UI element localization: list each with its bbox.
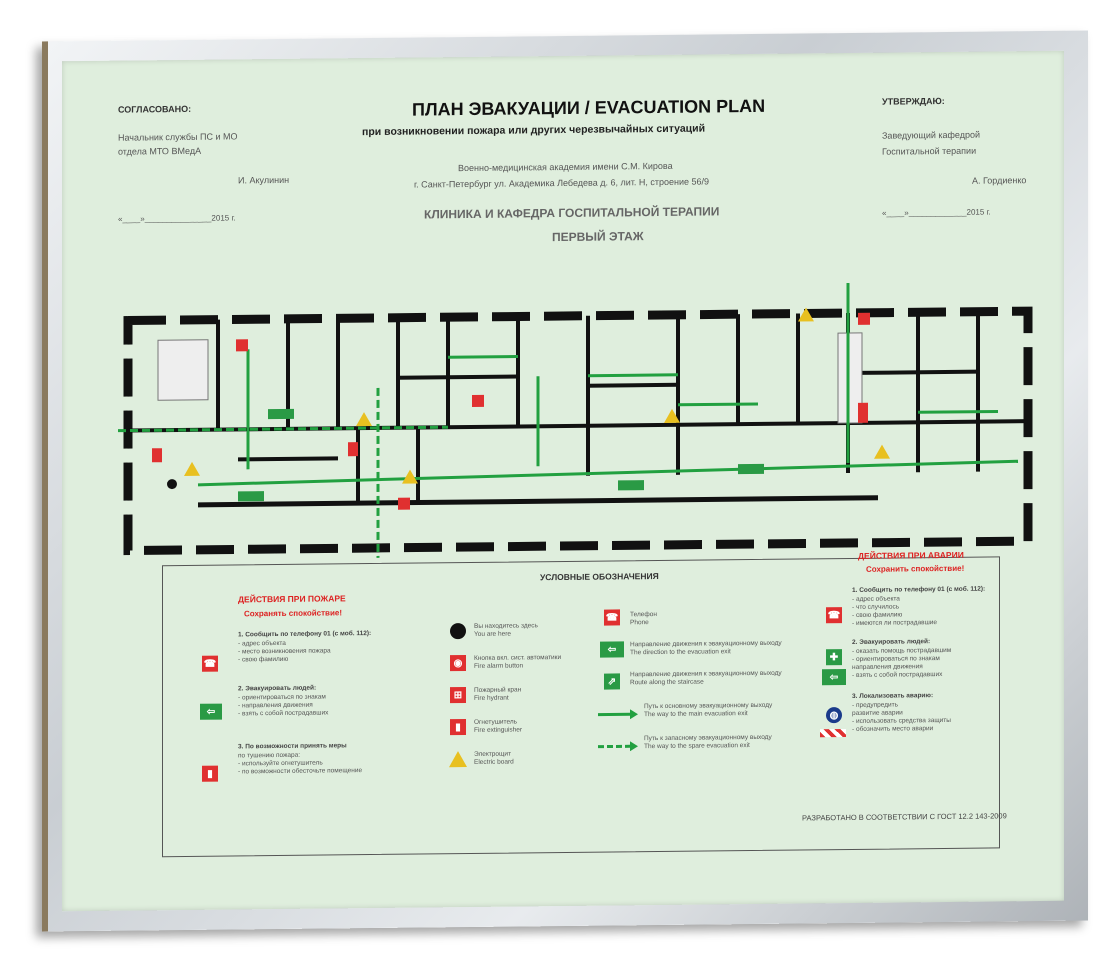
fire-step-1-title: 1. Сообщить по телефону 01 (с моб. 112):	[238, 630, 372, 639]
accident-actions-heading: ДЕЙСТВИЯ ПРИ АВАРИИ	[858, 549, 964, 561]
fire-step-2-title: 2. Эвакуировать людей:	[238, 684, 317, 693]
legend-item-label-en: The way to the spare evacuation exit	[644, 742, 750, 751]
approved-line1: Начальник службы ПС и МО	[118, 131, 238, 143]
confirm-heading: УТВЕРЖДАЮ:	[882, 96, 945, 107]
accident-step-3-title: 3. Локализовать аварию:	[852, 692, 934, 700]
accident-step-1-title: 1. Сообщить по телефону 01 (с моб. 112):	[852, 585, 986, 594]
legend-item-label-en: Fire extinguisher	[474, 726, 523, 734]
extinguisher-icon: ▮	[202, 765, 218, 782]
staircase-right	[837, 332, 863, 424]
fire-step-3-title: 3. По возможности принять меры	[238, 742, 347, 751]
protective-equipment-icon: ◍	[826, 707, 842, 724]
phone-icon: ☎	[826, 607, 842, 624]
plan-subtitle: при возникновении пожара или других чере…	[362, 122, 706, 139]
extinguisher-icon: ▮	[450, 719, 466, 736]
floor-title: ПЕРВЫЙ ЭТАЖ	[552, 229, 644, 245]
fire-hydrant-icon: ⊞	[450, 687, 466, 704]
accident-step-2-title: 2. Эвакуировать людей:	[852, 638, 931, 646]
approved-signer: И. Акулинин	[238, 174, 290, 186]
floor-plan	[118, 282, 1033, 558]
legend-item-label-en: Fire alarm button	[474, 662, 524, 670]
phone-icon: ☎	[604, 609, 620, 626]
exit-sign-icon: ⇦	[200, 703, 222, 720]
legend-item-label-en: Fire hydrant	[474, 694, 509, 702]
staircase-left	[157, 339, 209, 401]
fire-step-1-line: - свою фамилию	[238, 655, 289, 664]
org-line1: Военно-медицинская академия имени С.М. К…	[458, 160, 673, 174]
spare-route-arrow-icon	[598, 741, 638, 752]
plan-title: ПЛАН ЭВАКУАЦИИ / EVACUATION PLAN	[412, 95, 766, 120]
electric-board-icon	[449, 751, 467, 768]
confirm-date: «____»_____________2015 г.	[882, 207, 991, 218]
legend-item-label-en: Route along the staircase	[630, 678, 704, 687]
org-line2: г. Санкт-Петербург ул. Академика Лебедев…	[414, 176, 710, 190]
hazard-tape-icon	[820, 729, 846, 738]
exit-sign-icon: ⇦	[822, 669, 846, 686]
accident-step-3-line: - обозначить место аварии	[852, 725, 934, 733]
accident-step-2-line: - взять с собой пострадавших	[852, 671, 943, 679]
confirm-signer: А. Гордиенко	[972, 175, 1027, 186]
department-title: КЛИНИКА И КАФЕДРА ГОСПИТАЛЬНОЙ ТЕРАПИИ	[424, 204, 720, 222]
legend-item-label-en: The way to the main evacuation exit	[644, 710, 748, 719]
first-aid-icon: ✚	[826, 649, 842, 666]
plan-plate: СОГЛАСОВАНО: Начальник службы ПС и МО от…	[62, 50, 1064, 912]
corridor-wall-bottom	[198, 495, 878, 508]
phone-icon: ☎	[202, 655, 218, 672]
legend-item-label: Направление движения к эвакуационному вы…	[630, 669, 782, 679]
approved-heading: СОГЛАСОВАНО:	[118, 103, 192, 115]
outer-wall	[123, 306, 1033, 556]
legend-item-label: Телефон	[630, 611, 657, 619]
legend-item-label-en: Electric board	[474, 758, 514, 766]
legend-item-label-en: You are here	[474, 630, 511, 638]
fire-actions-heading: ДЕЙСТВИЯ ПРИ ПОЖАРЕ	[238, 593, 346, 605]
accident-actions-sub: Сохранить спокойствие!	[866, 563, 965, 574]
exit-sign-icon: ⇦	[600, 641, 624, 658]
stairs-exit-icon: ⇗	[604, 673, 620, 690]
alarm-button-icon: ◉	[450, 655, 466, 672]
approved-line2: отдела МТО ВМедА	[118, 145, 202, 157]
legend-item-label-en: The direction to the evacuation exit	[630, 648, 731, 657]
confirm-line1: Заведующий кафедрой	[882, 129, 981, 141]
fire-step-2-line: - взять с собой пострадавших	[238, 709, 329, 718]
fire-step-3-line: - по возможности обесточьте помещение	[238, 767, 363, 776]
confirm-line2: Госпитальной терапии	[882, 145, 977, 157]
plan-signs	[152, 307, 890, 510]
main-route-arrow-icon	[598, 709, 638, 720]
legend-title: УСЛОВНЫЕ ОБОЗНАЧЕНИЯ	[540, 570, 659, 583]
legend-item-label-en: Phone	[630, 619, 649, 627]
fire-actions-sub: Сохранять спокойствие!	[244, 608, 342, 619]
you-are-here-icon	[450, 623, 466, 640]
evacuation-routes	[118, 282, 1019, 558]
approved-date: «____»_______________2015 г.	[118, 213, 236, 224]
legend-item-label: Пожарный кран	[474, 686, 522, 694]
accident-step-1-line: - имеются ли пострадавшие	[852, 619, 938, 627]
